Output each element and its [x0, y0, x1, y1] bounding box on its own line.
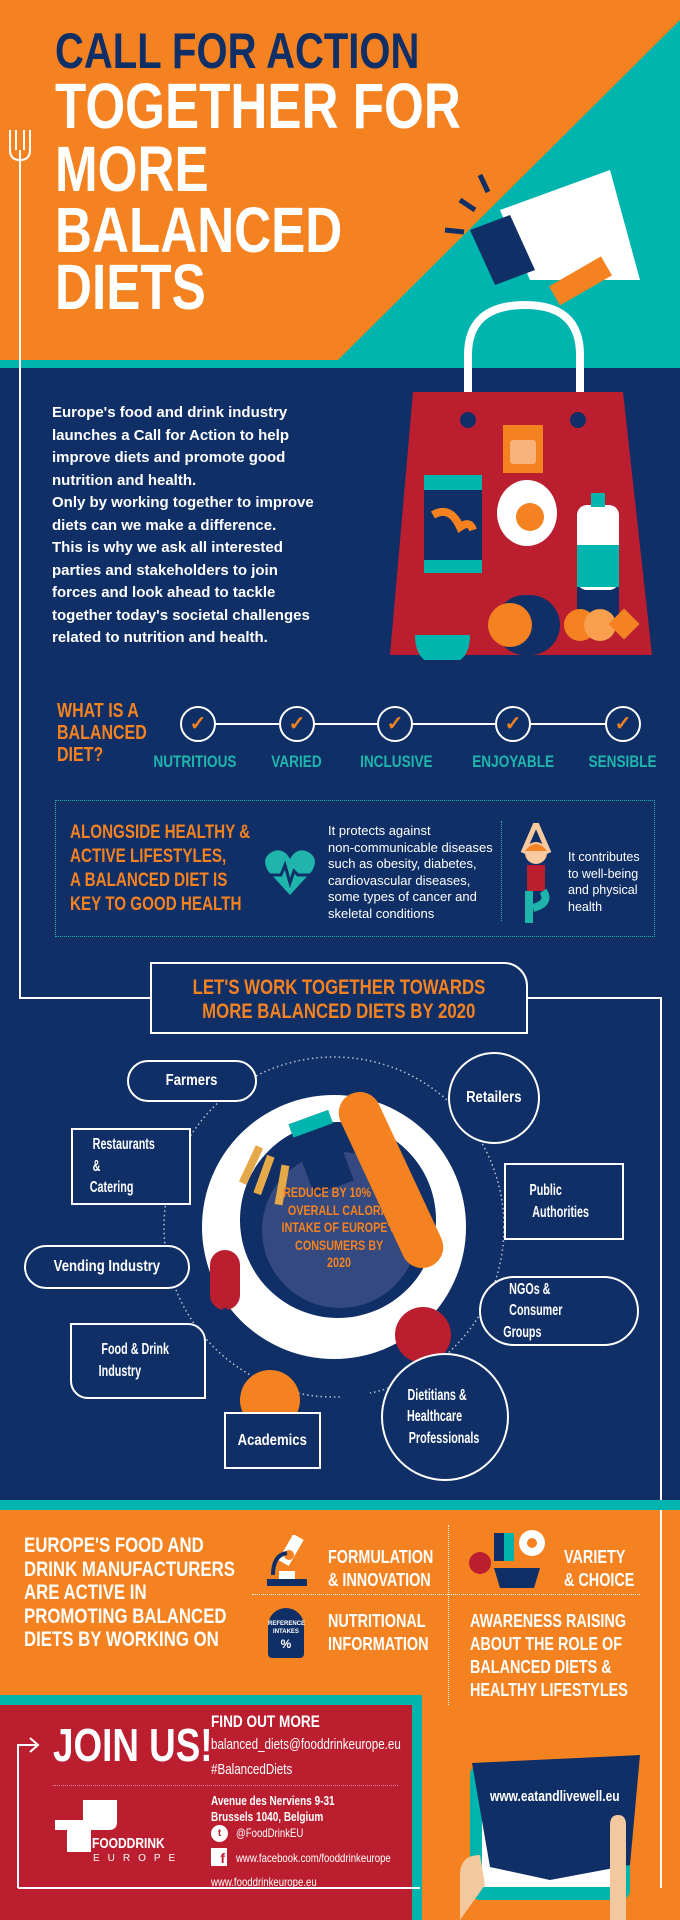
join-box [0, 1705, 412, 1920]
header-banner: CALL FOR ACTION TOGETHER FOR MORE BALANC… [0, 0, 680, 368]
join-title: JOIN US! [53, 1719, 213, 1771]
title-line-3: MORE [55, 133, 209, 205]
divider [252, 1594, 640, 1595]
quality-varied: VARIED [270, 752, 322, 771]
check-icon: ✓ [605, 706, 641, 742]
twitter-handle[interactable]: @FoodDrinkEU [236, 1826, 304, 1840]
facebook-link[interactable]: www.facebook.com/fooddrinkeurope [236, 1851, 391, 1865]
question-line: DIET? [57, 744, 104, 766]
email-link[interactable]: balanced_diets@fooddrinkeurope.eu [211, 1737, 401, 1753]
tablet-url[interactable]: www.eatandlivewell.eu [490, 1788, 620, 1805]
hashtag: #BalancedDiets [211, 1762, 293, 1778]
logo-text: FOODDRINK [92, 1835, 165, 1852]
check-icon: ✓ [495, 706, 531, 742]
quality-enjoyable: ENJOYABLE [472, 752, 554, 771]
health-box: ALONGSIDE HEALTHY &ACTIVE LIFESTYLES,A B… [55, 800, 655, 937]
intro-line: Only by working together to improve [52, 494, 314, 511]
quality-nutritious: NUTRITIOUS [153, 752, 237, 771]
formulation-label: FORMULATION& INNOVATION [328, 1547, 434, 1590]
facebook-icon[interactable]: f [211, 1848, 227, 1866]
yoga-figure-icon [520, 823, 552, 923]
intro-line: together today's societal challenges [52, 606, 310, 624]
microscope-icon [267, 1535, 307, 1586]
stakeholder-vending: Vending Industry [24, 1245, 190, 1289]
megaphone-icon [444, 170, 640, 306]
title-line-2: TOGETHER FOR [55, 70, 461, 142]
logo-subtext: EUROPE [93, 1853, 184, 1864]
intro-line: forces and look ahead to tackle [52, 584, 276, 601]
fooddrink-logo-icon [55, 1800, 117, 1852]
tablet-illustration [460, 1755, 640, 1920]
find-out-more: FIND OUT MORE [211, 1712, 320, 1731]
variety-label: VARIETY& CHOICE [564, 1547, 635, 1590]
check-icon: ✓ [180, 706, 216, 742]
question-line: BALANCED [57, 722, 147, 744]
intro-line: diets can we make a difference. [52, 516, 277, 534]
intro-line: This is why we ask all interested [52, 539, 283, 556]
intro-line: parties and stakeholders to join [52, 561, 278, 579]
check-icon: ✓ [377, 706, 413, 742]
health-heading: ALONGSIDE HEALTHY &ACTIVE LIFESTYLES,A B… [70, 822, 251, 915]
intro-line: related to nutrition and health. [52, 629, 268, 646]
heartbeat-icon [265, 850, 315, 895]
stakeholder-retailers: Retailers [448, 1052, 540, 1144]
stakeholder-farmers: Farmers [127, 1060, 257, 1102]
check-icon: ✓ [279, 706, 315, 742]
website-link[interactable]: www.fooddrinkeurope.eu [211, 1875, 317, 1889]
fork-icon [9, 130, 31, 162]
question-line: WHAT IS A [57, 700, 139, 722]
quality-sensible: SENSIBLE [588, 752, 658, 771]
intro-line: improve diets and promote good [52, 449, 286, 466]
shopping-bag-illustration [390, 300, 652, 660]
stakeholder-orbit [163, 1056, 505, 1433]
title-line-1: CALL FOR ACTION [55, 23, 420, 79]
twitter-icon[interactable]: t [211, 1825, 228, 1842]
divider [53, 1785, 398, 1786]
title-line-5: DIETS [55, 251, 206, 323]
stakeholder-restaurants: Restaurants &Catering [71, 1128, 191, 1205]
quality-inclusive: INCLUSIVE [359, 752, 433, 771]
intro-text: Europe's food and drink industry launches… [52, 402, 352, 650]
basket-icon [469, 1530, 545, 1588]
intro-line: Europe's food and drink industry [52, 404, 288, 421]
divider [501, 821, 502, 921]
stakeholder-academics: Academics [224, 1412, 321, 1469]
intro-line: nutrition and health. [52, 471, 197, 489]
intro-line: launches a Call for Action to help [52, 426, 289, 444]
divider [448, 1525, 449, 1705]
food-illustrations [210, 1091, 451, 1433]
title-line-4: BALANCED [55, 194, 343, 266]
